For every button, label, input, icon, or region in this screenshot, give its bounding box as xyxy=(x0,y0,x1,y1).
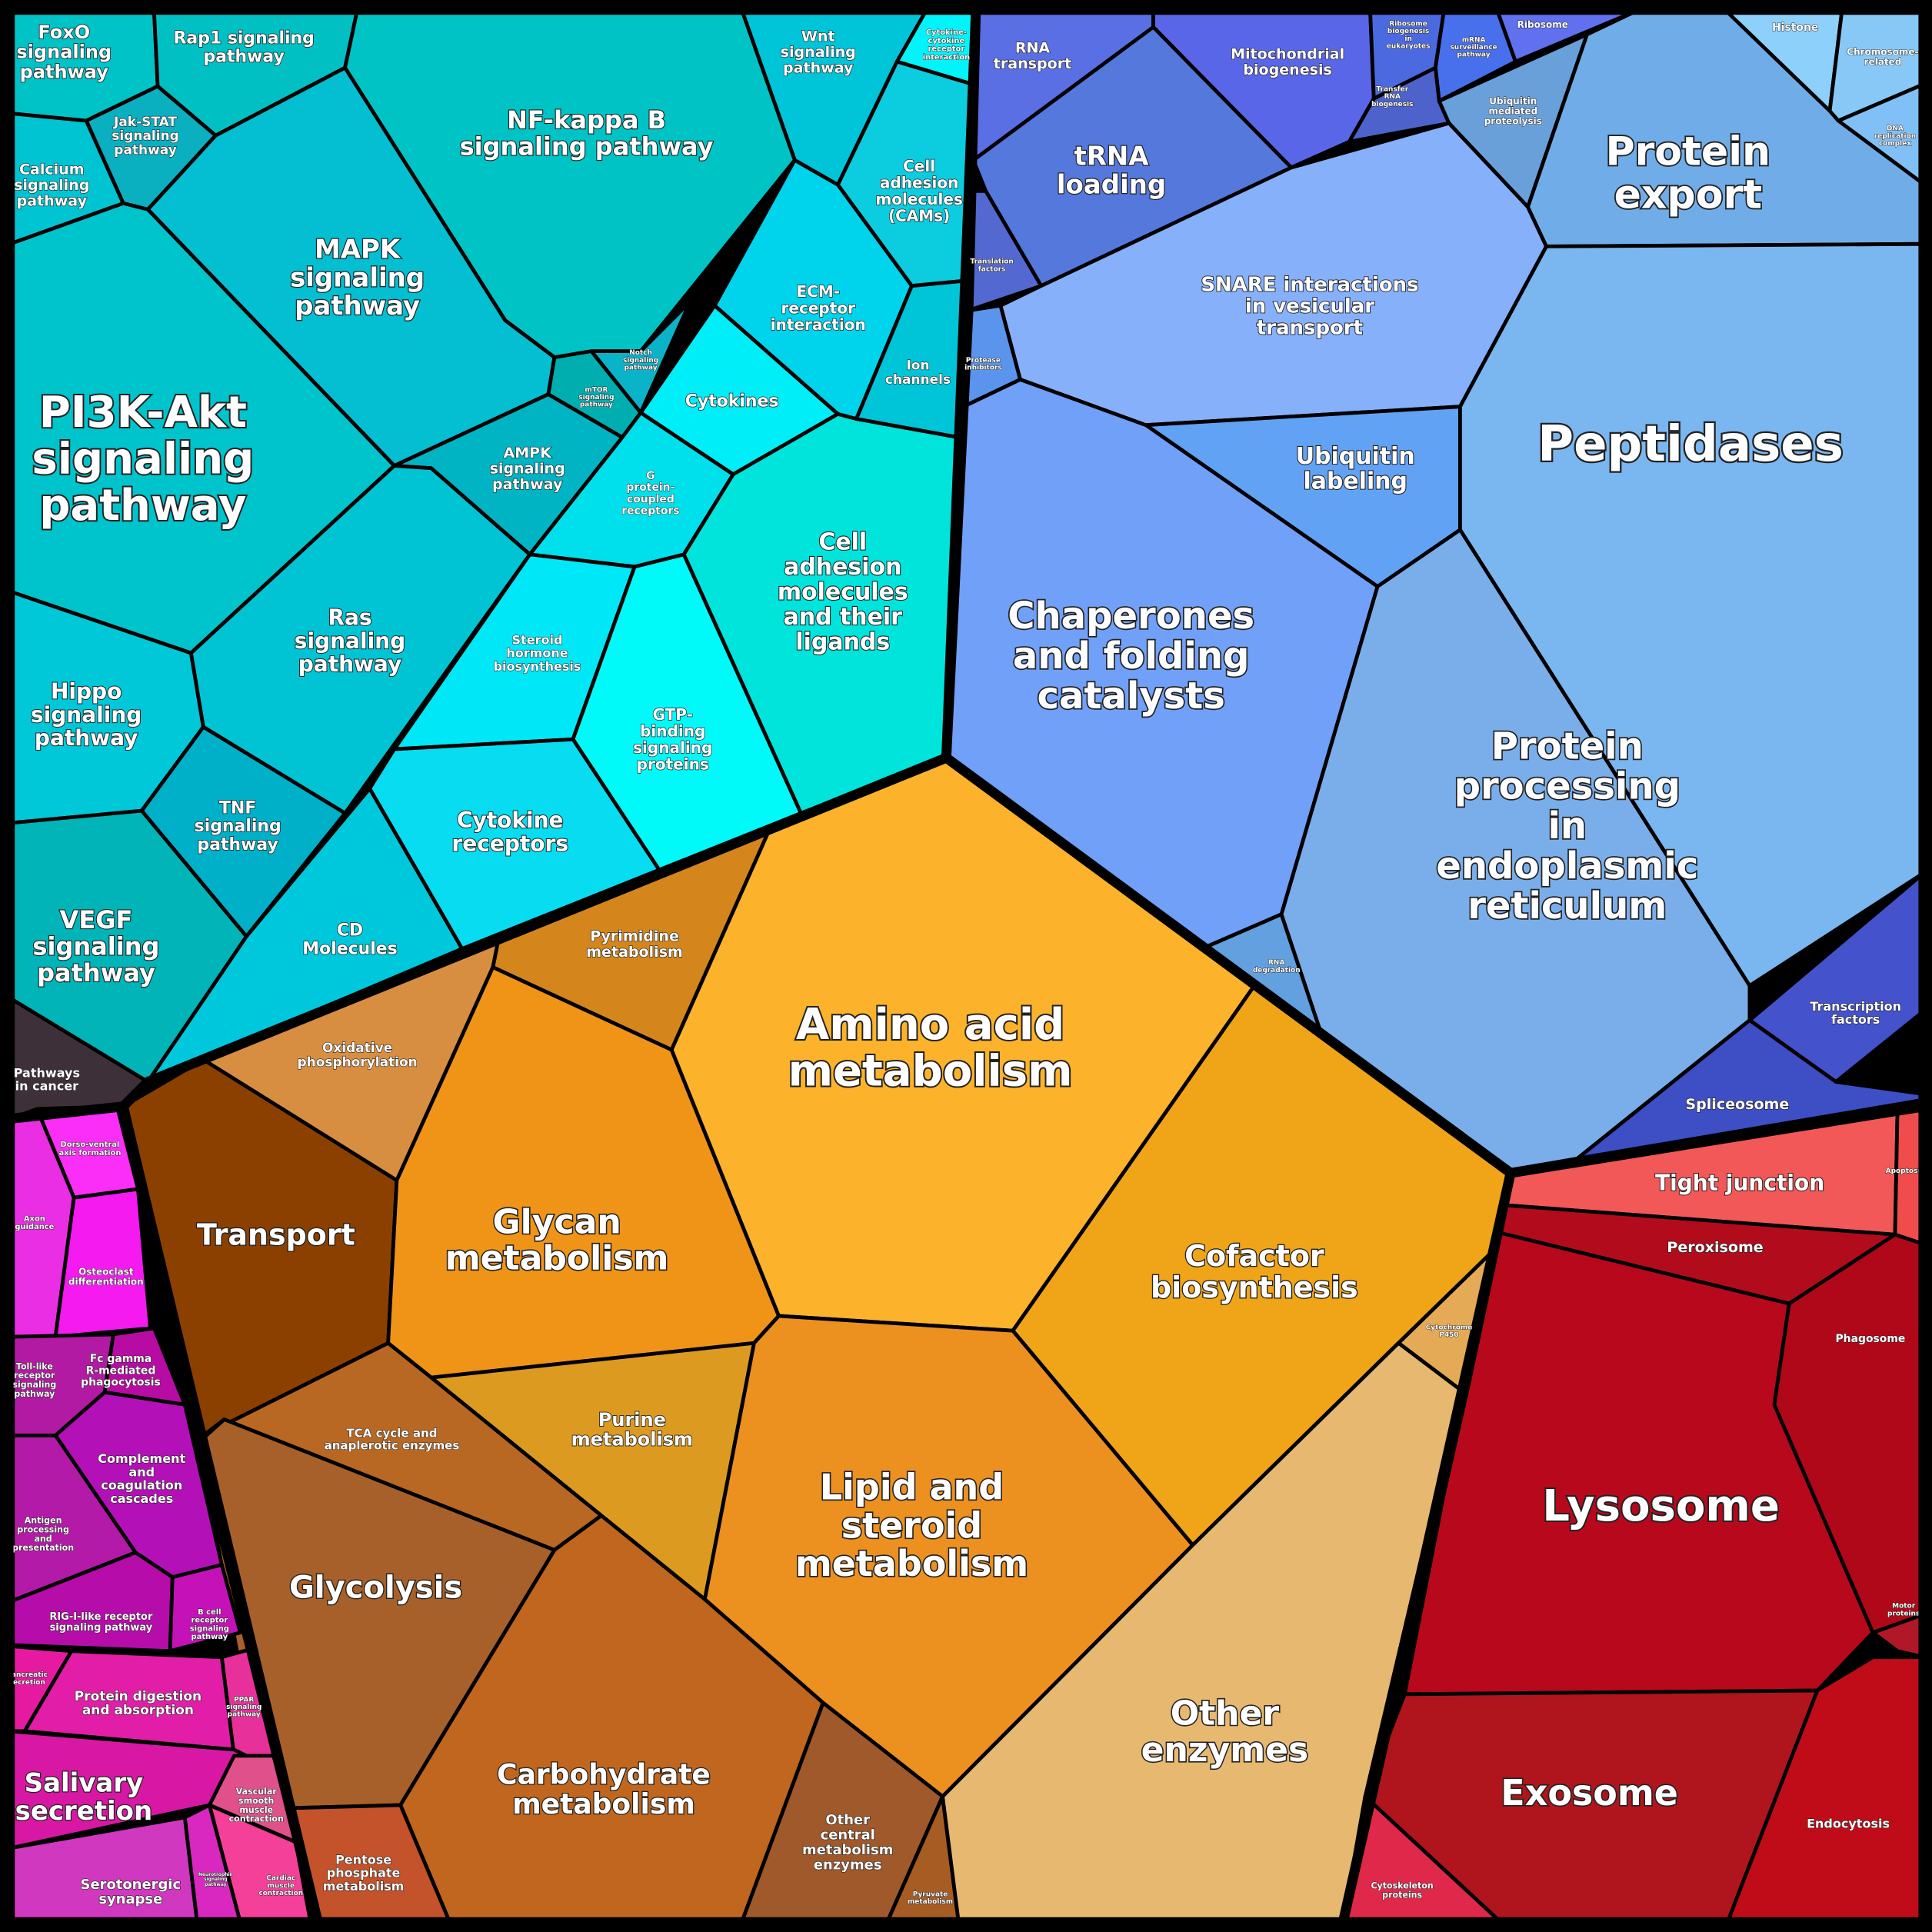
cell-label-phago: Phagosome xyxy=(1835,1333,1905,1345)
cell-label-chromo: Chromosome-related xyxy=(1847,46,1918,67)
cell-label-glyco: Glycolysis xyxy=(289,1570,462,1605)
cell-label-ribosome: Ribosome xyxy=(1517,19,1568,30)
cell-label-transport: Transport xyxy=(197,1218,355,1252)
cell-label-pept: Peptidases xyxy=(1537,416,1844,473)
cell-layer xyxy=(8,8,1927,1924)
cell-label-histone: Histone xyxy=(1772,22,1818,34)
cell-notch xyxy=(589,300,692,415)
cell-label-lyso: Lysosome xyxy=(1542,1481,1780,1531)
cell-label-perox: Peroxisome xyxy=(1667,1239,1763,1256)
cell-bcell xyxy=(168,1563,242,1654)
cell-label-endo: Endocytosis xyxy=(1807,1817,1890,1831)
cell-cd xyxy=(145,786,465,1084)
cell-label-exosome: Exosome xyxy=(1501,1772,1678,1814)
cell-label-apoptosis: Apoptosis xyxy=(1886,1168,1924,1175)
cell-label-splice: Spliceosome xyxy=(1685,1096,1789,1113)
cell-label-cytokines: Cytokines xyxy=(685,391,779,411)
cell-label-tight: Tight junction xyxy=(1655,1171,1824,1196)
